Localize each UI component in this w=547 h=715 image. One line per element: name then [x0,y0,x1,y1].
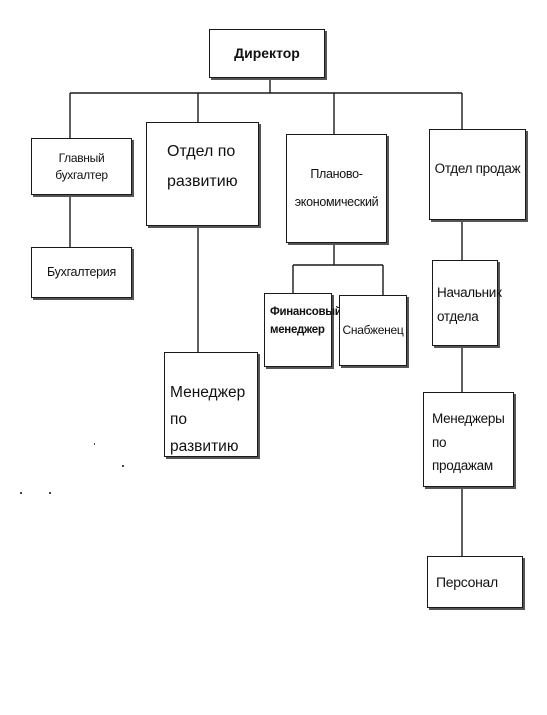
node-accounting-label: Бухгалтерия [47,265,116,280]
node-sales-dept: Отдел продаж [429,129,526,220]
node-director-label: Директор [234,45,300,62]
node-supplier: Снабженец [339,295,407,366]
node-sales-managers-label: Менеджеры по продажам [432,411,505,474]
node-supplier-label: Снабженец [342,323,404,338]
node-financial-manager: Финансовый менеджер [264,293,342,367]
node-development-manager: Менеджер по развитию [164,352,258,457]
stray-mark [49,492,51,494]
node-planning-dept-label: Планово-экономический [294,167,379,209]
node-personnel: Персонал [427,556,523,608]
stray-mark [20,492,22,494]
node-sales-dept-label: Отдел продаж [434,161,521,176]
node-development-dept-label: Отдел по развитию [167,143,238,190]
node-personnel-label: Персонал [436,573,498,590]
node-financial-manager-label: Финансовый менеджер [270,306,342,336]
node-development-dept: Отдел по развитию [146,122,259,226]
node-development-manager-label: Менеджер по развитию [170,384,246,456]
node-chief-accountant-label: Главный бухгалтер [55,151,108,182]
node-dept-head-label: Начальник отдела [437,285,502,324]
node-accounting: Бухгалтерия [31,247,132,298]
stray-mark [122,465,124,467]
stray-mark [94,443,95,445]
node-director: Директор [209,29,325,78]
node-planning-dept: Планово-экономический [286,134,387,243]
node-dept-head: Начальник отдела [432,260,502,346]
node-sales-managers: Менеджеры по продажам [423,392,514,487]
node-chief-accountant: Главный бухгалтер [31,138,132,195]
